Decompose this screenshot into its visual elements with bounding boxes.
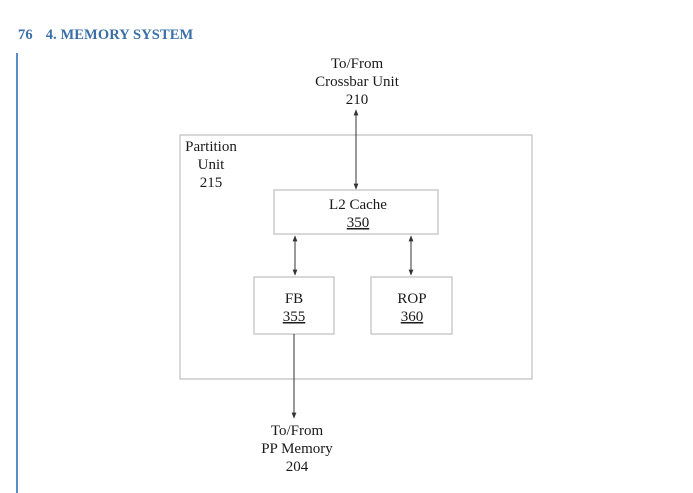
partition-line2: Unit <box>198 157 226 173</box>
fb-box <box>253 276 335 335</box>
rop-ref: 360 <box>401 309 424 325</box>
fb-label: FB <box>285 291 303 307</box>
l2-cache-label: L2 Cache <box>329 197 387 213</box>
l2-cache-box <box>273 189 439 235</box>
page-header: 76 4. MEMORY SYSTEM <box>18 27 193 44</box>
partition-line1: Partition <box>185 139 237 155</box>
pp-memory-label: To/From PP Memory 204 <box>261 423 333 475</box>
ppmemory-line1: To/From <box>271 423 324 439</box>
crossbar-unit-label: To/From Crossbar Unit 210 <box>315 56 400 108</box>
crossbar-line2: Crossbar Unit <box>315 74 400 90</box>
fb-ref: 355 <box>283 309 306 325</box>
l2-cache-ref: 350 <box>347 215 370 231</box>
rop-box <box>370 276 453 335</box>
chapter-title: 4. MEMORY SYSTEM <box>45 27 194 43</box>
margin-rule <box>16 53 18 493</box>
rop-label: ROP <box>397 291 426 307</box>
page-number: 76 <box>18 27 33 43</box>
ppmemory-ref: 204 <box>286 459 309 475</box>
crossbar-ref: 210 <box>346 92 369 108</box>
partition-unit-label: Partition Unit 215 <box>185 139 237 191</box>
crossbar-line1: To/From <box>331 56 384 72</box>
ppmemory-line2: PP Memory <box>261 441 333 457</box>
partition-ref: 215 <box>200 175 223 191</box>
